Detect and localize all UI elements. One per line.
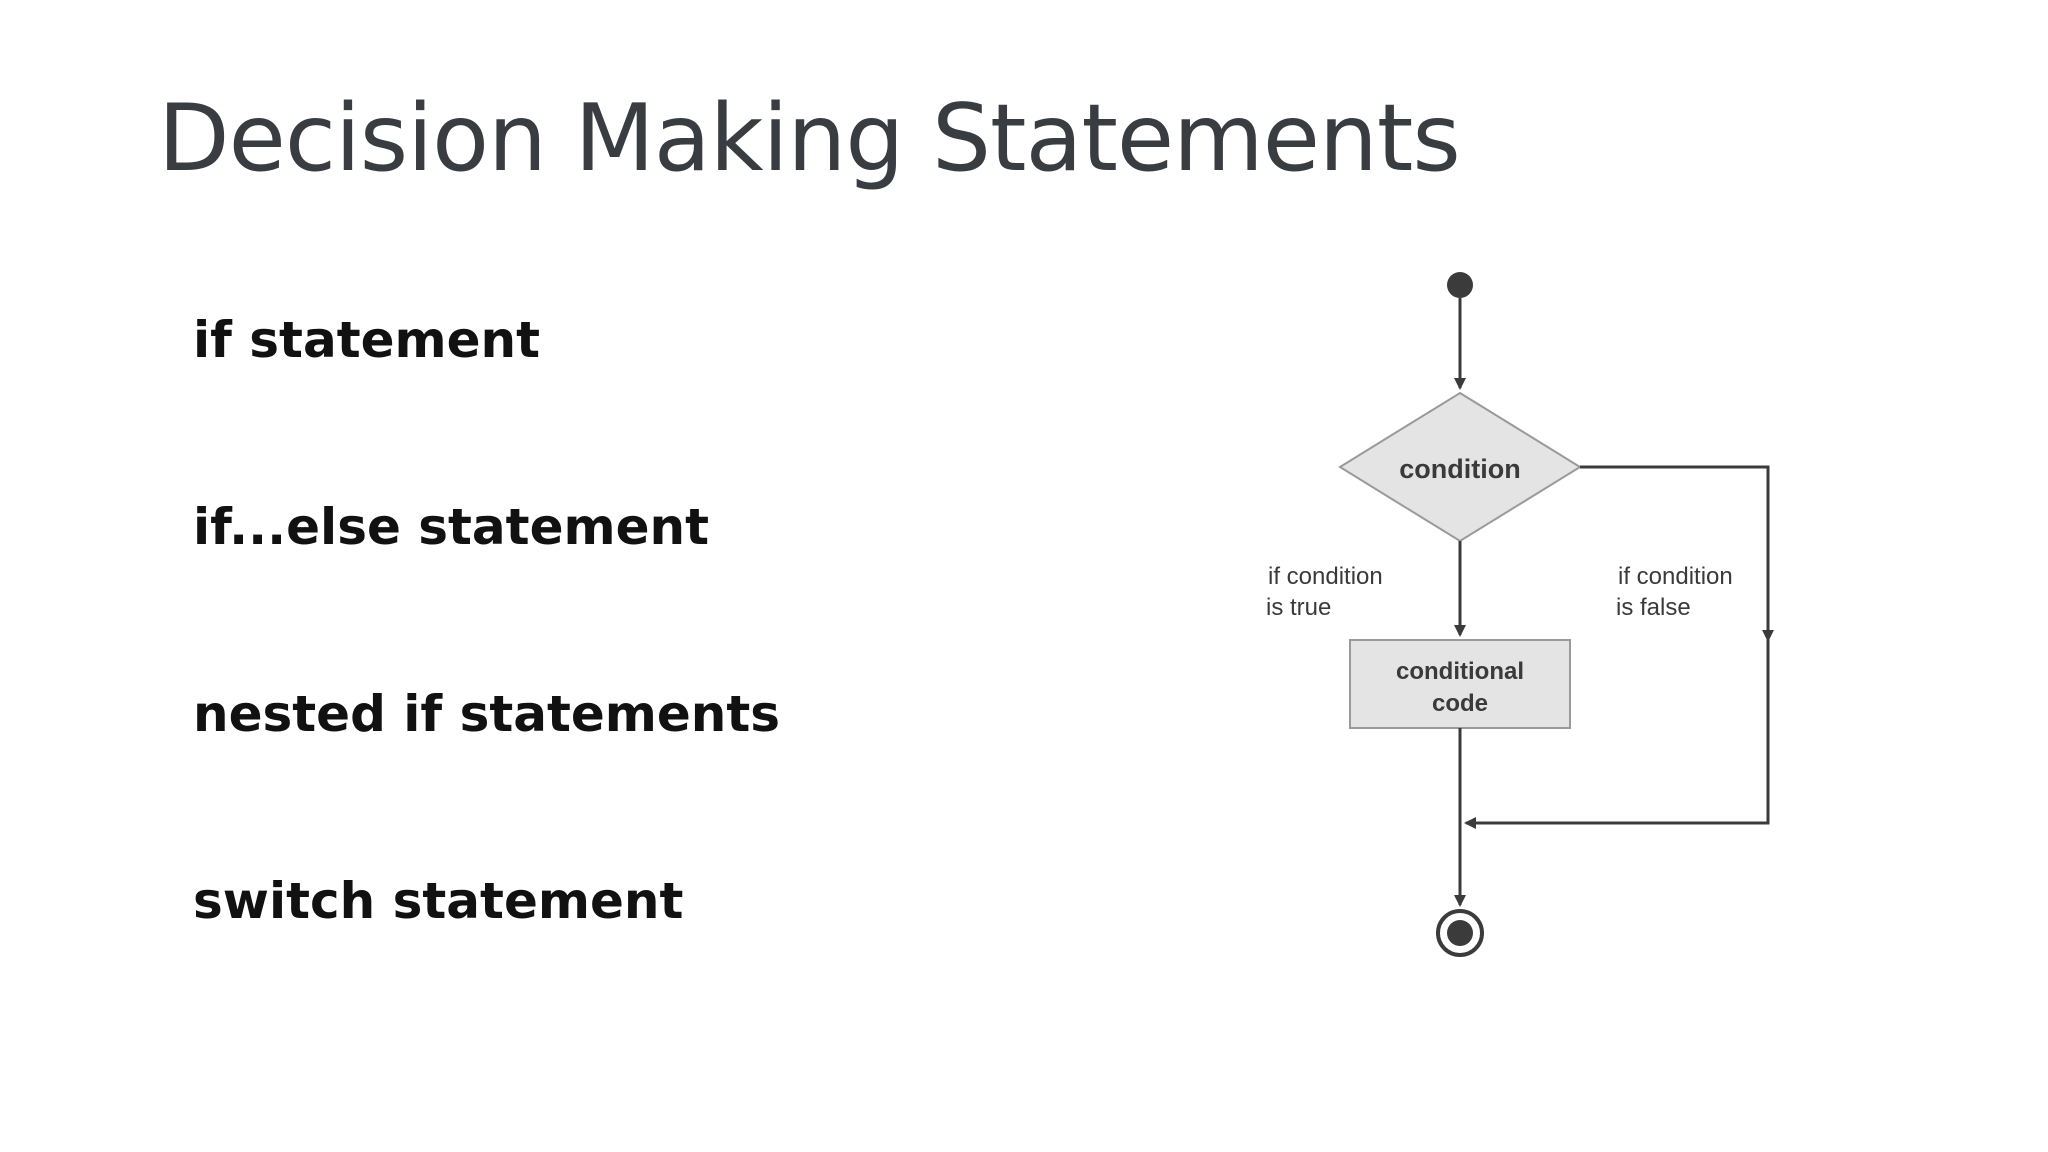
- statement-item-switch: switch statement: [193, 872, 684, 930]
- end-node: [1447, 920, 1473, 946]
- process-node: [1349, 639, 1571, 729]
- flow-arrow-false-branch: [1580, 465, 1774, 642]
- start-node: [1447, 272, 1473, 298]
- decision-label: condition: [1399, 454, 1520, 484]
- process-label-line1: conditional: [1396, 658, 1524, 685]
- statement-item-if-else: if...else statement: [193, 498, 709, 556]
- true-branch-label-line2: is true: [1266, 594, 1331, 621]
- statement-item-nested-if: nested if statements: [193, 685, 781, 743]
- statement-list: if statement if...else statement nested …: [193, 300, 780, 1048]
- false-branch-label-line1: if condition: [1618, 563, 1733, 590]
- slide-title: Decision Making Statements: [158, 84, 1461, 192]
- flow-arrow-false-merge: [1464, 640, 1770, 829]
- false-branch-label-line2: is false: [1616, 594, 1691, 621]
- statement-item-if: if statement: [193, 311, 541, 369]
- flowchart-diagram: condition if condition is true if condit…: [1266, 272, 1774, 957]
- true-branch-label-line1: if condition: [1268, 563, 1383, 590]
- process-label-line2: code: [1432, 690, 1488, 717]
